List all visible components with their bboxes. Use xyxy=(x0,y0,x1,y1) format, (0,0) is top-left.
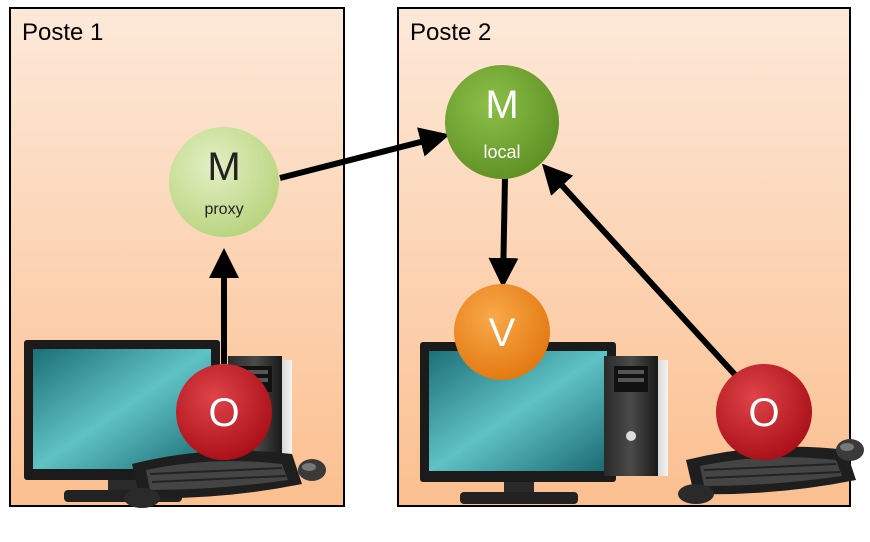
mouse-icon xyxy=(836,439,864,461)
poste-1-title: Poste 1 xyxy=(22,19,103,46)
arrow-controller2-to-local xyxy=(541,163,741,381)
view-letter: V xyxy=(489,311,516,355)
tower-pc-icon xyxy=(604,356,668,476)
model-proxy-node: M proxy xyxy=(169,127,279,237)
model-local-sub: local xyxy=(483,142,520,162)
controller-node: O xyxy=(176,364,272,460)
arrow-proxy-to-local xyxy=(279,127,450,181)
controller-node: O xyxy=(716,364,812,460)
model-local-letter: M xyxy=(485,83,518,127)
model-proxy-letter: M xyxy=(207,145,240,189)
mouse-icon xyxy=(298,459,326,481)
controller-2-letter: O xyxy=(748,391,779,435)
controller-1-letter: O xyxy=(208,391,239,435)
view-node: V xyxy=(454,284,550,380)
arrow-local-to-view xyxy=(488,177,519,288)
poste-2-title: Poste 2 xyxy=(410,19,491,46)
model-proxy-sub: proxy xyxy=(204,201,243,218)
model-local-node: M local xyxy=(445,65,559,179)
